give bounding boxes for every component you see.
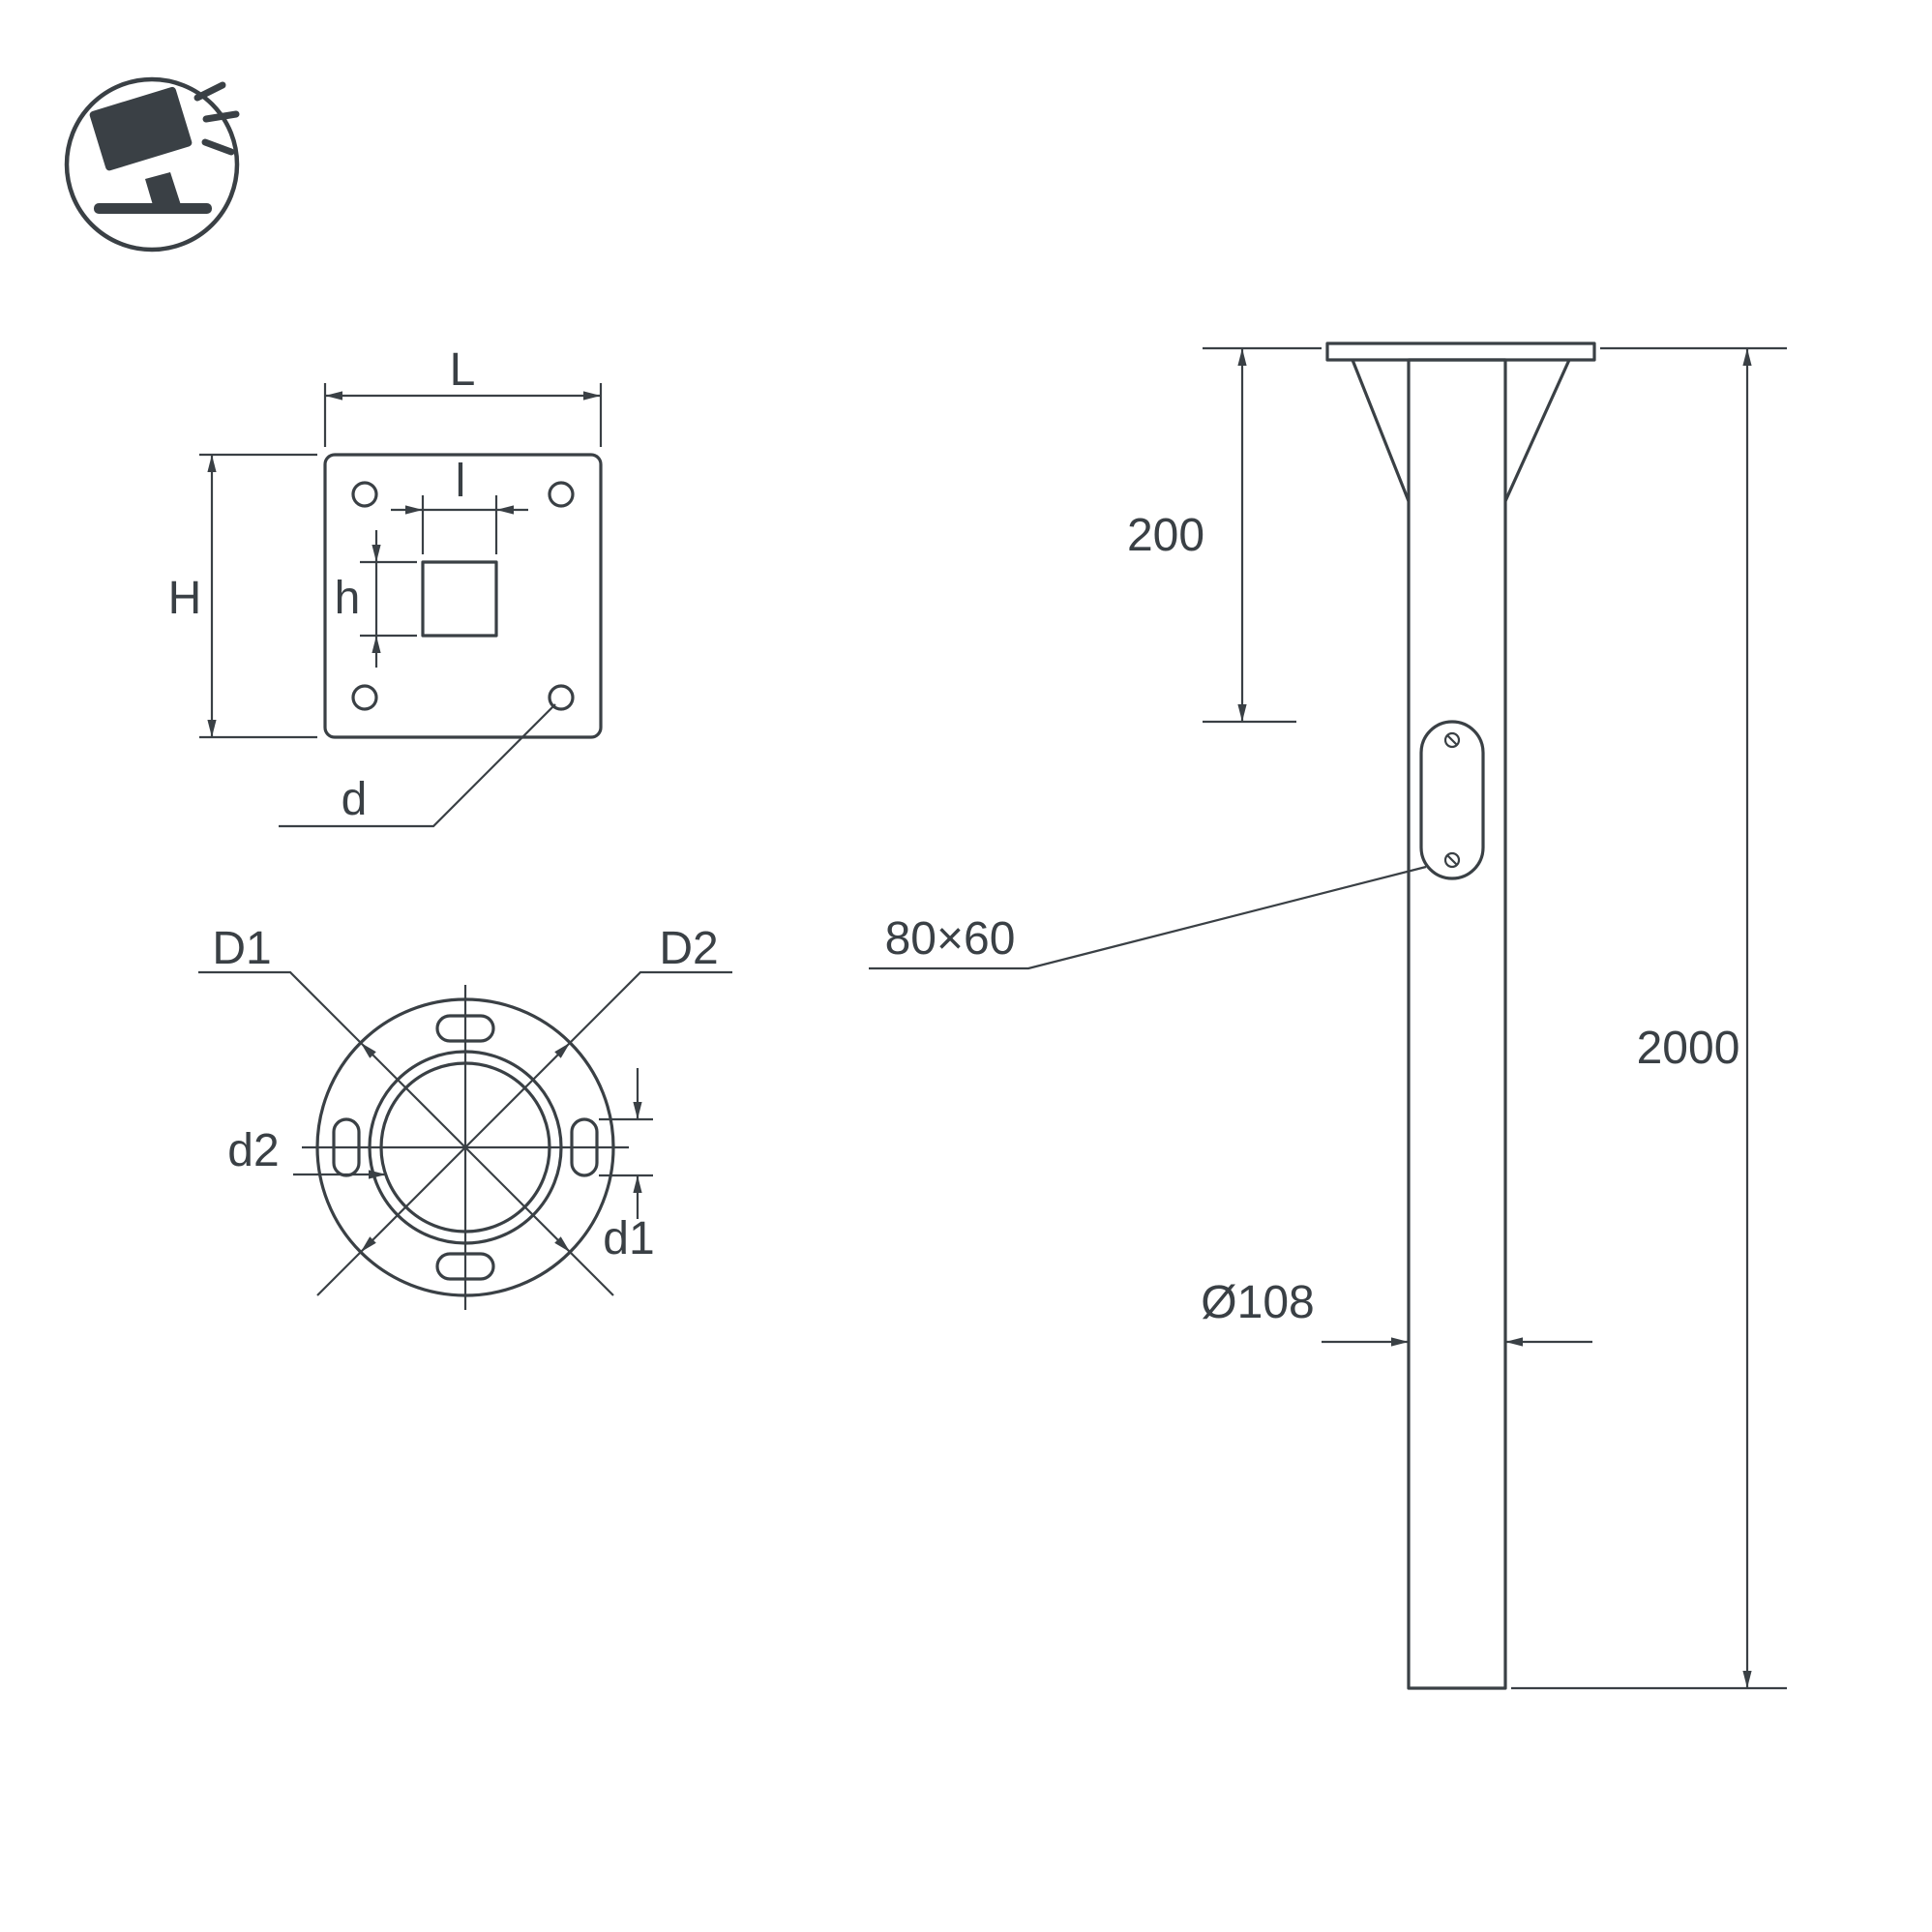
bolt-hole [351,481,378,508]
label-inner-height: h [335,573,361,624]
icon-circle [64,76,240,253]
slot-hole-top [435,1014,495,1043]
bolt-hole [548,481,575,508]
dim-d2: d2 [227,1125,386,1179]
gusset-right [1503,359,1571,502]
pole-body [1407,358,1507,1690]
floodlight-on-stand-icon [64,76,240,253]
dim-H: H [168,453,317,739]
bolt-hole [548,684,575,711]
dim-l: l [391,456,528,554]
label-total-length: 2000 [1637,1023,1740,1074]
label-plate-width: L [450,344,476,396]
leader-d: d [279,703,556,828]
gusset-left [1351,359,1411,502]
slot-hole-right [570,1117,599,1177]
flange-plate-outline [323,453,603,739]
slot-hole-bottom [435,1252,495,1281]
screw-icon [1443,851,1461,869]
dim-L: L [323,344,603,447]
bolt-hole [351,684,378,711]
label-hole-diameter: d [342,774,368,825]
hand-hole [1419,720,1485,880]
label-plate-height: H [168,573,202,624]
floodlight-body [89,86,193,171]
top-view-flange: L H l h [168,344,603,828]
label-hand-hole-size: 80×60 [885,913,1016,965]
flange-plate-side [1325,342,1596,362]
dim-d1: d1 [599,1068,655,1264]
dim-2000: 2000 [1511,346,1787,1690]
floodlight-base [94,203,212,214]
label-bolt-circle-diameter: D2 [659,923,718,974]
dim-200: 200 [1127,346,1322,724]
label-bore-diameter: d2 [227,1125,279,1176]
label-flange-to-hole: 200 [1127,510,1204,561]
bottom-view-flange: D1 D2 d2 d1 [198,923,732,1310]
dim-h: h [335,530,417,668]
floodlight-leg [145,172,181,205]
label-inner-width: l [456,456,466,507]
dim-D2: D2 [316,923,732,1296]
screw-icon [1443,731,1461,749]
dim-D1: D1 [198,923,614,1296]
label-slot-diameter: d1 [603,1213,654,1264]
label-pole-diameter: Ø108 [1201,1277,1314,1328]
label-outer-diameter: D1 [212,923,271,974]
side-view-pole: 80×60 200 2000 Ø108 [869,342,1787,1690]
leader-hand-hole: 80×60 [869,865,1427,970]
light-rays-icon [193,81,240,156]
dim-diameter-108: Ø108 [1201,1277,1592,1347]
inner-square-opening [421,560,498,638]
